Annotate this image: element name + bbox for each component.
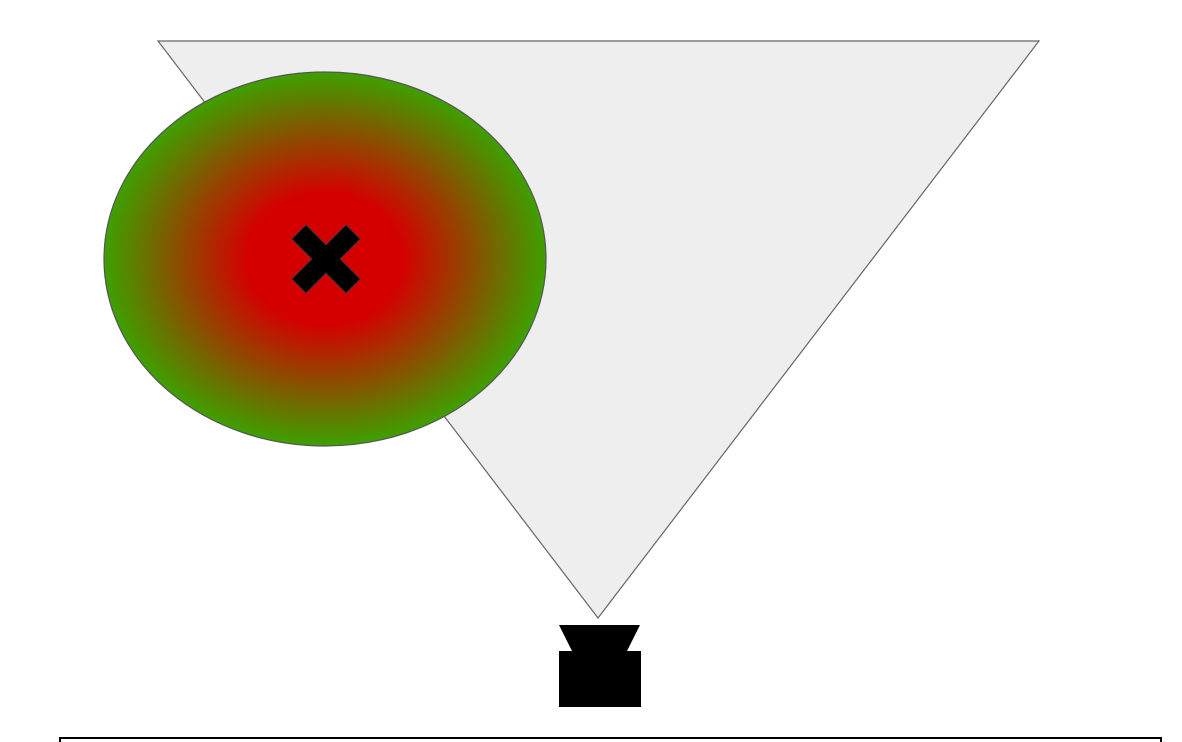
ground-frame [59,737,1162,742]
x-mark-icon [291,224,361,294]
camera-lens [559,625,640,651]
camera-body [559,651,641,707]
camera-icon [559,625,641,707]
